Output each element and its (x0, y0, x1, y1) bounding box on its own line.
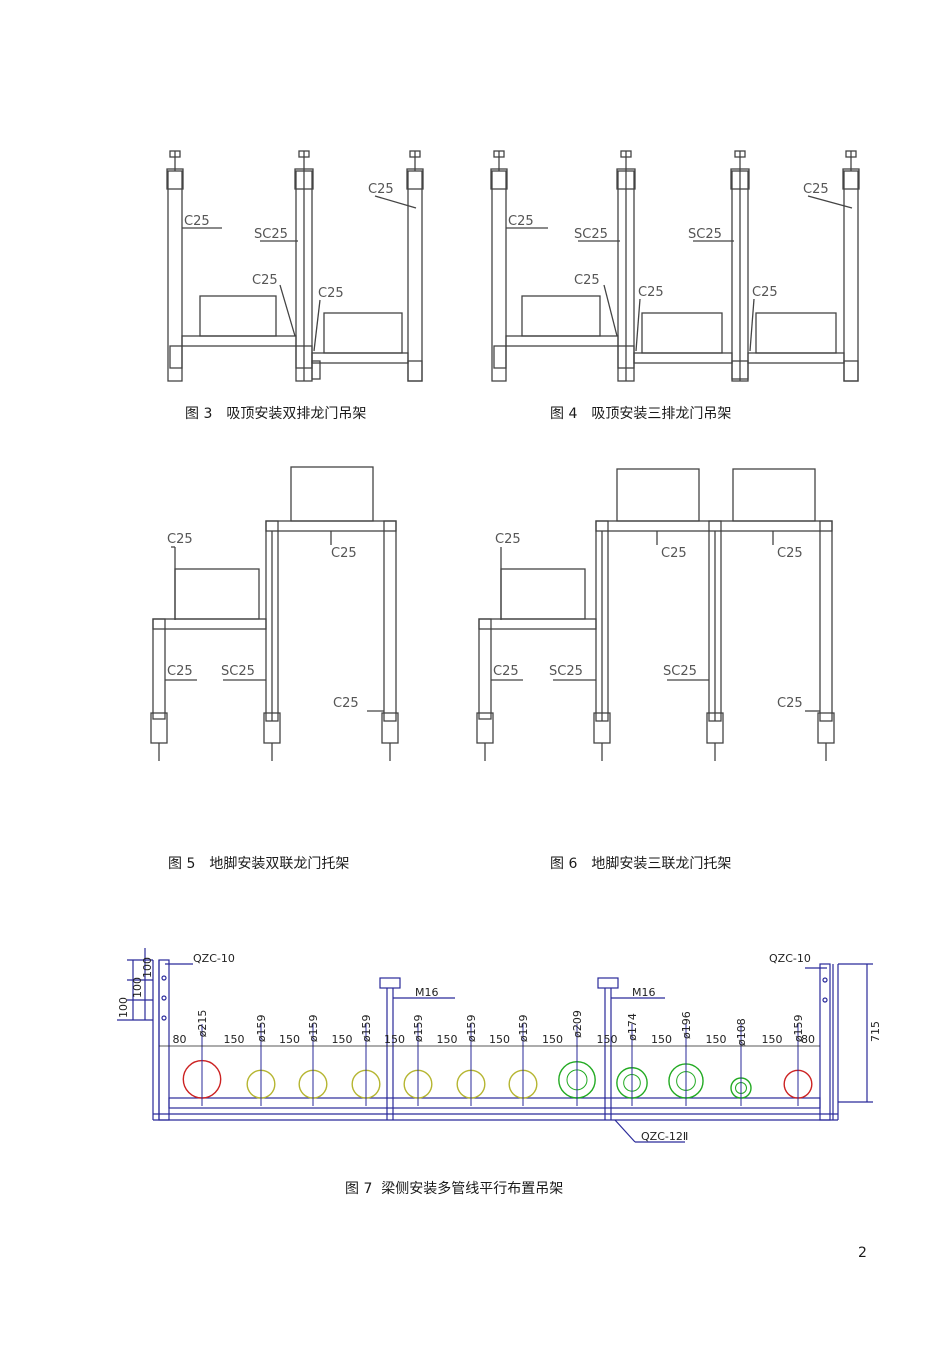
fig7-dim-left-0: 100 (141, 957, 154, 978)
fig6-label-5: SC25 (663, 664, 697, 679)
fig7-dim-right: 715 (869, 1021, 882, 1042)
fig5-label-1: C25 (331, 546, 357, 561)
fig7-dim-left-1: 100 (131, 977, 144, 998)
fig7-spacing-label: 150 (332, 1033, 353, 1046)
fig6-label-1: C25 (661, 546, 687, 561)
fig7-spacing-label: 150 (597, 1033, 618, 1046)
fig7-pipe-label: ø159 (360, 1014, 373, 1042)
fig7-pipe-label: ø196 (680, 1011, 693, 1039)
figure-4-caption: 图 4 吸顶安装三排龙门吊架 (550, 406, 732, 422)
figure-5-drawing: C25 C25 C25 SC25 C25 (150, 466, 399, 761)
fig3-label-4: C25 (318, 286, 344, 301)
fig3-label-1: SC25 (254, 227, 288, 242)
fig6-label-3: C25 (493, 664, 519, 679)
fig7-support-left-label: QZC-10 (193, 952, 235, 965)
fig3-label-0: C25 (184, 214, 210, 229)
fig7-pipe-label: ø159 (465, 1014, 478, 1042)
fig6-label-0: C25 (495, 532, 521, 547)
fig3-label-3: C25 (252, 273, 278, 288)
fig7-spacing-label: 150 (542, 1033, 563, 1046)
fig7-pipe-label: ø174 (626, 1013, 639, 1041)
fig4-label-1: SC25 (574, 227, 608, 242)
fig4-label-6: C25 (752, 285, 778, 300)
fig6-label-2: C25 (777, 546, 803, 561)
fig7-spacing-label: 150 (489, 1033, 510, 1046)
fig5-label-2: C25 (167, 664, 193, 679)
fig6-label-4: SC25 (549, 664, 583, 679)
fig7-spacing-label: 80 (173, 1033, 187, 1046)
fig7-pipe-label: ø108 (735, 1018, 748, 1046)
fig7-dim-left-2: 100 (117, 997, 130, 1018)
figure-3-caption: 图 3 吸顶安装双排龙门吊架 (185, 406, 367, 422)
figure-6-caption: 图 6 地脚安装三联龙门托架 (550, 856, 732, 872)
fig5-label-3: SC25 (221, 664, 255, 679)
fig7-pipe-label: ø159 (517, 1014, 530, 1042)
fig3-label-2: C25 (368, 182, 394, 197)
fig7-pipe-label: ø159 (307, 1014, 320, 1042)
fig6-label-6: C25 (777, 696, 803, 711)
fig7-spacing-label: 150 (762, 1033, 783, 1046)
fig7-pipe-label: ø159 (255, 1014, 268, 1042)
fig7-rod-left-label: M16 (415, 986, 439, 999)
fig7-support-right-label: QZC-10 (769, 952, 811, 965)
fig7-pipe-label: ø209 (571, 1010, 584, 1038)
fig7-spacing-label: 150 (651, 1033, 672, 1046)
fig7-pipe-label: ø215 (196, 1010, 209, 1038)
fig4-label-4: C25 (574, 273, 600, 288)
fig7-spacing-label: 150 (384, 1033, 405, 1046)
fig4-label-3: C25 (803, 182, 829, 197)
fig4-label-0: C25 (508, 214, 534, 229)
fig7-pipe-label: ø159 (792, 1014, 805, 1042)
fig7-pipe-label: ø159 (412, 1014, 425, 1042)
figure-3-drawing: C25 SC25 C25 C25 C25 (166, 150, 424, 382)
fig5-label-4: C25 (333, 696, 359, 711)
fig4-label-2: SC25 (688, 227, 722, 242)
fig7-spacing-label: 150 (437, 1033, 458, 1046)
fig4-label-5: C25 (638, 285, 664, 300)
fig7-spacing-label: 150 (224, 1033, 245, 1046)
fig7-beam-label: QZC-12Ⅱ (641, 1130, 688, 1143)
figure-4-drawing: C25 SC25 SC25 C25 C25 C25 C25 (490, 150, 860, 382)
figure-7-caption: 图 7 梁侧安装多管线平行布置吊架 (345, 1181, 564, 1197)
fig5-label-0: C25 (167, 532, 193, 547)
fig7-spacing-label: 150 (706, 1033, 727, 1046)
fig7-rod-right-label: M16 (632, 986, 656, 999)
fig7-spacing-label: 150 (279, 1033, 300, 1046)
fig7-spacing-label: 80 (801, 1033, 815, 1046)
figure-7-drawing: ø215 ø159 ø159 ø159 ø159 ø159 ø159 ø209 ø174 ø196… (117, 948, 882, 1143)
figure-6-drawing: C25 C25 C25 C25 SC25 SC25 C25 (476, 468, 835, 761)
figure-5-caption: 图 5 地脚安装双联龙门托架 (168, 856, 350, 872)
page-number: 2 (858, 1245, 867, 1261)
